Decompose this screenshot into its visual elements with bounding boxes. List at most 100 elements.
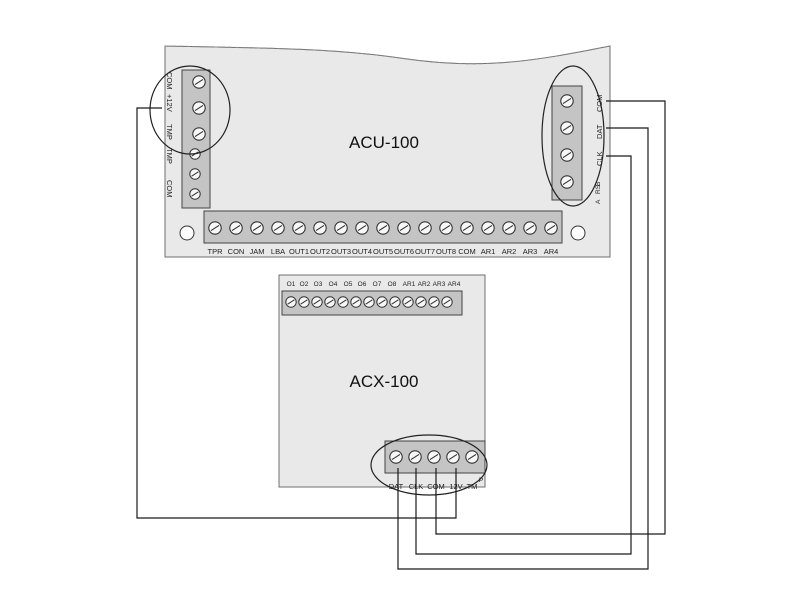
terminal-label: O1 — [287, 281, 296, 288]
terminal-label: O3 — [314, 281, 323, 288]
screw-icon — [363, 296, 375, 308]
screw-icon — [544, 221, 558, 235]
screw-icon — [355, 221, 369, 235]
terminal-label: AR2 — [418, 281, 431, 288]
terminal-label: O8 — [388, 281, 397, 288]
screw-icon — [189, 168, 201, 180]
screw-icon — [324, 296, 336, 308]
screw-icon — [292, 221, 306, 235]
acu-right-highlight-circle — [541, 65, 605, 207]
terminal-label: AR1 — [481, 247, 496, 256]
terminal-label: DAT — [389, 482, 404, 491]
acu-torn-edge — [164, 45, 611, 65]
terminal-label: O2 — [300, 281, 309, 288]
wire-dat — [397, 127, 649, 570]
terminal-label: DAT — [595, 124, 604, 139]
terminal-label: LBA — [271, 247, 285, 256]
terminal-label: COM — [165, 180, 174, 198]
screw-icon — [415, 296, 427, 308]
terminal-label: B — [595, 182, 602, 186]
screw-icon — [389, 450, 403, 464]
terminal-label: O7 — [373, 281, 382, 288]
terminal-label: AR4 — [448, 281, 461, 288]
screw-icon — [428, 296, 440, 308]
screw-icon — [192, 101, 206, 115]
screw-icon — [192, 127, 206, 141]
terminal-label: COM — [458, 247, 476, 256]
acu-mount-hole-right — [570, 225, 586, 241]
terminal-label: AR3 — [523, 247, 538, 256]
terminal-label: +12V — [165, 94, 174, 112]
terminal-label: TMP — [165, 148, 174, 164]
screw-icon — [560, 94, 574, 108]
wire-com — [435, 100, 666, 535]
screw-icon — [229, 221, 243, 235]
terminal-label: O6 — [358, 281, 367, 288]
terminal-label: OUT5 — [373, 247, 393, 256]
acx-title: ACX-100 — [350, 372, 419, 391]
wire-clk — [415, 155, 632, 555]
terminal-label: JAM — [250, 247, 265, 256]
terminal-label: CLK — [595, 151, 604, 166]
acx-top-terminal-labels: O1 O2 O3 O4 O5 O6 O7 O8 AR1 AR2 AR3 AR4 — [287, 281, 461, 288]
acu-left-terminal-labels: COM +12V TMP TMP COM — [165, 72, 174, 198]
terminal-label: OUT4 — [352, 247, 372, 256]
acu-right-terminal-labels: COM DAT CLK B RS A — [595, 95, 604, 205]
terminal-label: CON — [228, 247, 245, 256]
acu-title: ACU-100 — [349, 133, 419, 152]
acu-board: ACU-100 COM +12V TMP TMP COM — [149, 45, 611, 258]
screw-icon — [298, 296, 310, 308]
acu-mount-hole-left — [179, 225, 195, 241]
screw-icon — [446, 450, 460, 464]
acx-board: ACX-100 O1 O2 O3 O4 O5 O6 O7 O8 AR — [278, 274, 488, 496]
screw-icon — [376, 221, 390, 235]
screw-icon — [502, 221, 516, 235]
acx-bottom-highlight-circle — [370, 434, 488, 496]
screw-icon — [313, 221, 327, 235]
terminal-label: AR3 — [433, 281, 446, 288]
screw-icon — [250, 221, 264, 235]
screw-icon — [427, 450, 441, 464]
screw-icon — [560, 175, 574, 189]
acu-bottom-screws — [208, 221, 558, 235]
screw-icon — [397, 221, 411, 235]
screw-icon — [285, 296, 297, 308]
screw-icon — [208, 221, 222, 235]
terminal-label: A — [595, 199, 602, 204]
terminal-label: AR2 — [502, 247, 517, 256]
screw-icon — [523, 221, 537, 235]
screw-icon — [389, 296, 401, 308]
screw-icon — [465, 450, 479, 464]
screw-icon — [192, 75, 206, 89]
screw-icon — [311, 296, 323, 308]
screw-icon — [402, 296, 414, 308]
screw-icon — [271, 221, 285, 235]
screw-icon — [460, 221, 474, 235]
terminal-label: TMP — [165, 124, 174, 140]
terminal-label: AR1 — [403, 281, 416, 288]
terminal-label: TM — [467, 482, 478, 491]
screw-icon — [376, 296, 388, 308]
acu-bottom-terminal-labels: TPR CON JAM LBA OUT1 OUT2 OUT3 OUT4 OUT5… — [208, 247, 559, 256]
terminal-label: RS — [595, 184, 602, 194]
screw-icon — [560, 121, 574, 135]
screw-icon — [439, 221, 453, 235]
screw-icon — [481, 221, 495, 235]
terminal-label: OUT8 — [436, 247, 456, 256]
terminal-label: AR4 — [544, 247, 559, 256]
wire-12v — [136, 107, 457, 519]
terminal-label: P — [479, 477, 483, 484]
screw-icon — [350, 296, 362, 308]
screw-icon — [418, 221, 432, 235]
screw-icon — [441, 296, 453, 308]
screw-icon — [408, 450, 422, 464]
terminal-label: O4 — [329, 281, 338, 288]
terminal-label: COM — [595, 95, 604, 113]
screw-icon — [334, 221, 348, 235]
terminal-label: OUT2 — [310, 247, 330, 256]
terminal-label: OUT1 — [289, 247, 309, 256]
screw-icon — [337, 296, 349, 308]
acu-left-highlight-circle — [149, 65, 231, 155]
terminal-label: OUT3 — [331, 247, 351, 256]
